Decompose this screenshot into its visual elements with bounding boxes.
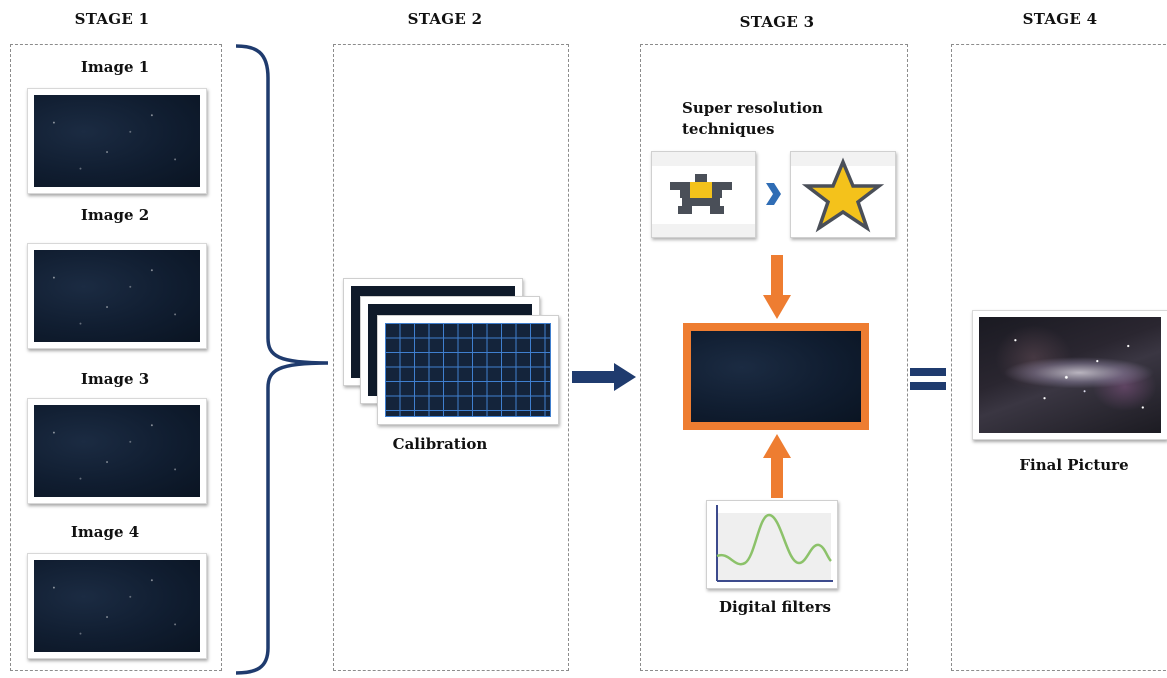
image-3-label: Image 3 xyxy=(80,370,150,388)
combined-image xyxy=(691,331,861,422)
stage-2-panel xyxy=(333,44,569,671)
stage-4-title: STAGE 4 xyxy=(1022,10,1098,28)
arrow-up-icon xyxy=(763,434,791,498)
image-2-label: Image 2 xyxy=(80,206,150,224)
combined-image-frame xyxy=(683,323,869,430)
final-picture-image xyxy=(972,310,1167,440)
arrow-right-icon xyxy=(572,363,636,391)
grouping-brace xyxy=(235,44,329,675)
image-4-thumbnail xyxy=(27,553,207,659)
stage-1-title: STAGE 1 xyxy=(74,10,150,28)
stage-1-panel xyxy=(10,44,222,671)
final-picture-label: Final Picture xyxy=(1019,456,1129,474)
image-1-thumbnail xyxy=(27,88,207,194)
waveform-icon xyxy=(716,505,833,582)
image-2-thumbnail xyxy=(27,243,207,349)
chevron-right-icon xyxy=(766,183,781,205)
equals-icon xyxy=(910,368,946,390)
pixelated-star-icon xyxy=(652,152,755,237)
image-1-label: Image 1 xyxy=(80,58,150,76)
super-resolution-label: Super resolution techniques xyxy=(682,98,862,140)
image-4-label: Image 4 xyxy=(70,523,140,541)
calibration-label: Calibration xyxy=(392,435,488,453)
super-resolution-label-line1: Super resolution xyxy=(682,99,823,117)
calibration-grid-frame xyxy=(377,315,559,425)
stage-3-title: STAGE 3 xyxy=(739,13,815,31)
low-resolution-star-box xyxy=(651,151,756,238)
super-resolution-label-line2: techniques xyxy=(682,120,775,138)
high-resolution-star-icon xyxy=(791,152,895,233)
arrow-down-icon xyxy=(763,255,791,319)
image-3-thumbnail xyxy=(27,398,207,504)
digital-filters-plot xyxy=(706,500,838,589)
stage-3-panel xyxy=(640,44,908,671)
digital-filters-label: Digital filters xyxy=(719,598,831,616)
stage-4-panel xyxy=(951,44,1167,671)
high-resolution-star-box xyxy=(790,151,896,238)
stage-2-title: STAGE 2 xyxy=(407,10,483,28)
